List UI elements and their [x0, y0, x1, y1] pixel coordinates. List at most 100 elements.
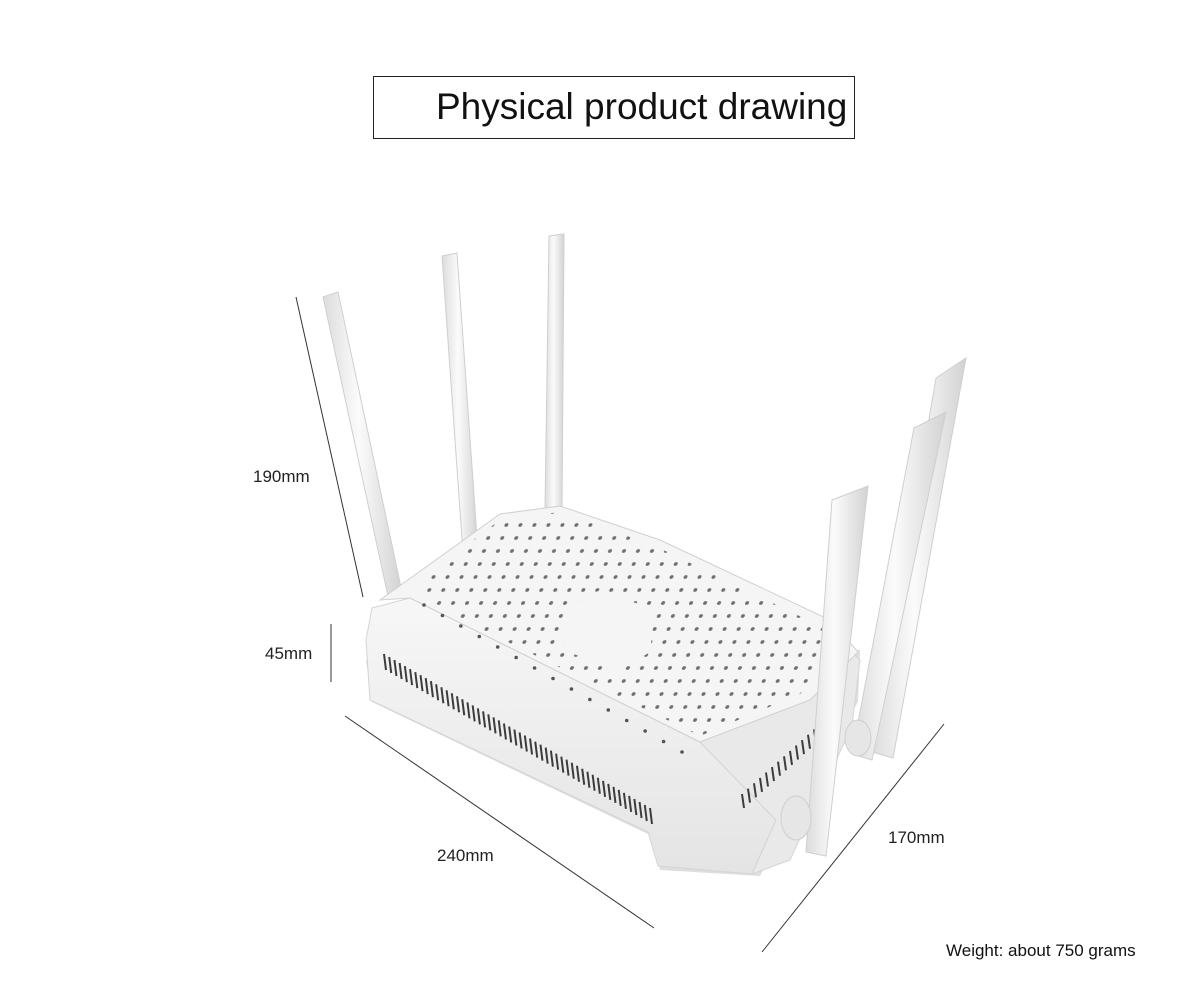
height-dimension-label: 190mm [253, 467, 310, 486]
vent-slot [429, 681, 434, 698]
vent-slot [544, 747, 549, 764]
vent-slot [765, 772, 769, 787]
vent-slot [607, 783, 612, 800]
led-dot [440, 613, 445, 618]
led-dot [477, 634, 482, 639]
front-vent-slots [383, 653, 823, 825]
front-antennas [780, 356, 967, 857]
vent-slot [789, 750, 793, 766]
vent-slot [440, 687, 445, 704]
led-dot [661, 739, 666, 744]
height-dimension-line [295, 296, 364, 598]
vent-slot [622, 792, 627, 810]
vent-slot [508, 726, 513, 743]
antenna-right-front [805, 485, 869, 857]
vent-slot [628, 795, 633, 813]
vent-slot [643, 804, 648, 822]
vent-slot [777, 761, 781, 776]
vent-slot [492, 717, 497, 734]
vent-slot [560, 756, 565, 773]
led-dot [569, 687, 574, 691]
antenna-back-middle [441, 252, 479, 554]
led-dot [495, 645, 500, 649]
page-title: Physical product drawing [436, 86, 848, 127]
vent-slot [801, 740, 805, 755]
vent-slot [565, 759, 570, 776]
vent-slot [555, 753, 560, 770]
vent-slot [617, 789, 622, 807]
led-dot [624, 718, 629, 723]
vent-slot [581, 768, 586, 785]
led-dot [606, 708, 611, 712]
vent-slot [807, 734, 811, 749]
vent-slot [482, 711, 487, 728]
vent-slot [383, 653, 387, 671]
vent-slot [771, 766, 775, 782]
led-dot [514, 655, 518, 660]
width-dimension-line [761, 723, 945, 953]
length-dimension-label: 240mm [437, 846, 494, 865]
antenna-back-left [322, 291, 403, 597]
antenna-right-middle [851, 411, 947, 761]
vent-slot [612, 786, 617, 803]
vent-slot [591, 774, 596, 791]
vent-slot [649, 807, 653, 825]
vent-slot [518, 732, 523, 749]
label-plate [564, 590, 655, 672]
led-dot [588, 697, 592, 702]
vent-slot [471, 705, 476, 722]
vent-slot [414, 671, 419, 689]
led-dot [551, 676, 555, 681]
vent-slot [570, 762, 575, 779]
vent-slot [534, 741, 539, 758]
vent-slot [783, 756, 787, 771]
vent-slot [575, 765, 580, 782]
vent-slot [596, 777, 601, 794]
vent-slot [747, 788, 751, 803]
vent-slot [497, 720, 502, 737]
vent-slot [586, 771, 591, 788]
vent-slot [450, 693, 455, 710]
vent-slot [549, 750, 554, 767]
vent-slot [638, 801, 643, 819]
vent-slot [602, 780, 607, 797]
vent-slot [529, 738, 534, 755]
led-indicators [422, 603, 684, 754]
back-antennas [322, 233, 565, 597]
vent-slot [476, 708, 481, 725]
vent-slot [435, 684, 440, 701]
vent-slot [456, 696, 461, 713]
length-dimension-line [344, 715, 655, 929]
thickness-dimension-label: 45mm [265, 644, 313, 663]
antenna-right-back [871, 356, 967, 759]
vent-slot [388, 656, 393, 674]
vent-slot [539, 744, 544, 761]
vent-slot [759, 777, 763, 792]
antenna-hinge [780, 795, 812, 841]
vent-slot [393, 659, 398, 677]
vent-slot [466, 702, 471, 719]
vent-slot [502, 723, 507, 740]
vent-slot [795, 745, 799, 760]
antenna-back-right [544, 233, 565, 511]
width-dimension-label: 170mm [888, 828, 945, 847]
led-dot [643, 729, 647, 733]
vent-slot [741, 793, 745, 809]
led-dot [422, 603, 426, 607]
led-dot [680, 750, 684, 754]
vent-slot [487, 714, 492, 731]
led-dot [532, 666, 537, 670]
vent-slot [403, 665, 408, 683]
vent-slot [409, 668, 414, 686]
vent-slot [633, 798, 638, 816]
router-body [365, 505, 861, 876]
title-box: Physical product drawing [373, 76, 855, 139]
vent-slot [523, 735, 528, 752]
vent-slot [398, 662, 403, 680]
weight-label: Weight: about 750 grams [946, 941, 1136, 960]
dimension-lines [295, 296, 945, 953]
antenna-hinge [844, 719, 872, 757]
vent-slot [419, 675, 424, 692]
vent-slot [461, 699, 466, 716]
